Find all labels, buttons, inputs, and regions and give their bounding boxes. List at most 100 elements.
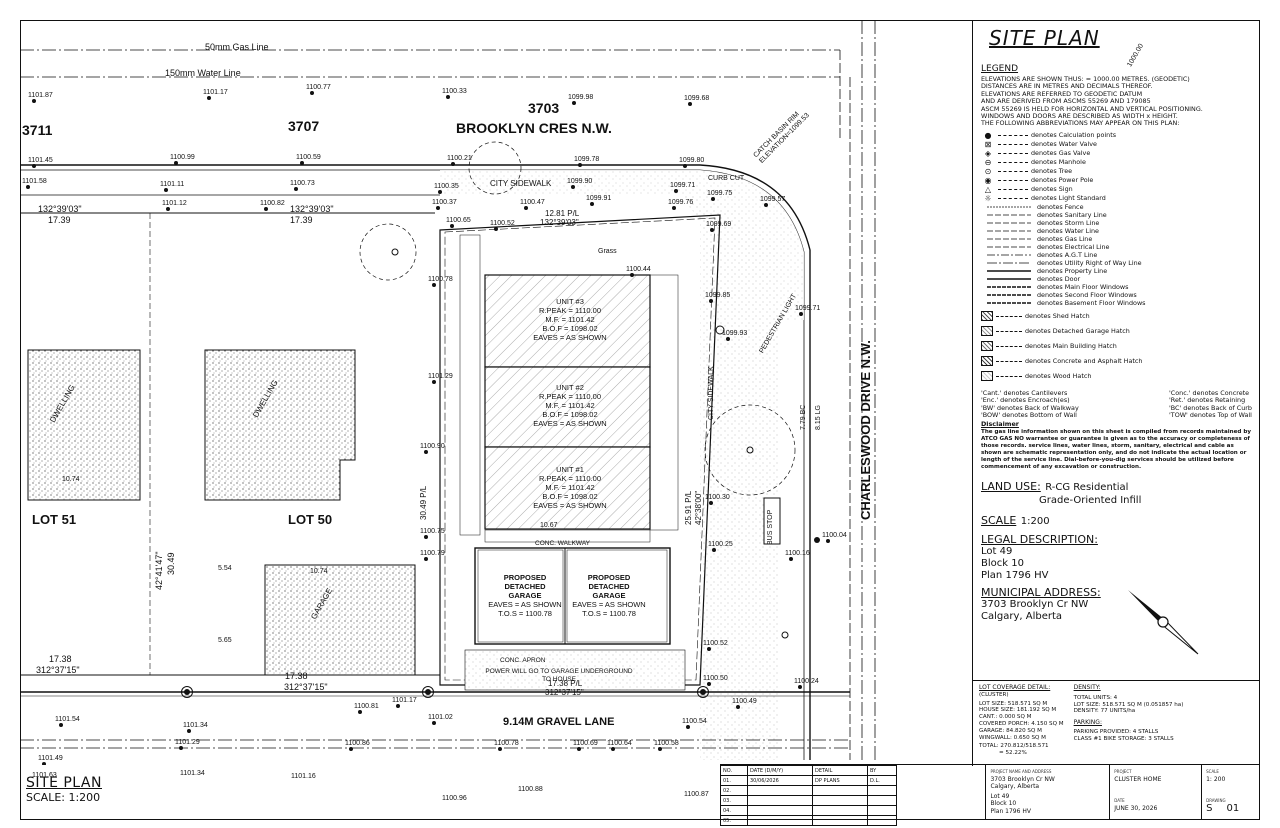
- garage-1-l2: DETACHED: [504, 582, 546, 591]
- legend-label: denotes Power Pole: [1031, 176, 1094, 185]
- legend-dash: [996, 345, 1022, 347]
- drawing-no: 01: [1226, 802, 1240, 814]
- elevation-label: 1100.49: [732, 698, 757, 705]
- site-plan-drawing: [20, 20, 876, 765]
- legend-label: denotes Water Line: [1037, 226, 1099, 235]
- legend-dash: [998, 143, 1028, 145]
- legend-intro-2: ELEVATIONS ARE REFERRED TO GEODETIC DATU…: [981, 89, 1143, 98]
- elevation-label: 1099.80: [679, 157, 705, 164]
- unit-2-mf: M.F. = 1101.42: [545, 401, 595, 410]
- legend-dash: [998, 161, 1028, 163]
- legend-label: denotes Gas Line: [1037, 234, 1093, 243]
- dim-3049: 30.49: [166, 552, 176, 575]
- legend-line-icon: [987, 246, 1031, 248]
- garage-2-eaves: EAVES = AS SHOWN: [572, 600, 646, 609]
- coverage-line-1: HOUSE SIZE: 181.192 SQ M: [979, 707, 1057, 714]
- legal-block-value: Block 10: [981, 557, 1024, 569]
- legend-line-icon: [987, 262, 1031, 264]
- legend-line-item: denotes Sanitary Line: [981, 211, 1252, 219]
- elevation-label: 1100.52: [490, 220, 515, 227]
- elevation-label: 1099.91: [586, 195, 612, 202]
- revision-cell-date: [747, 815, 813, 826]
- stats-block: LOT COVERAGE DETAIL: (CLUSTER) LOT SIZE:…: [972, 680, 1260, 766]
- dim-bearing-a: 132°39'03": [38, 204, 82, 214]
- project-cell: PROJECT CLUSTER HOME DATE JUNE 30, 2026: [1110, 765, 1203, 820]
- coverage-line-5: WINGWALL: 0.650 SQ M: [979, 734, 1046, 741]
- elevation-label: 1101.11: [160, 181, 185, 188]
- elevation-label: 1100.33: [442, 88, 467, 95]
- elevation-dot: [710, 228, 714, 232]
- city-sidewalk-vertical-label: CITY SIDEWALK: [708, 366, 715, 420]
- legend-dash: [998, 197, 1028, 199]
- elevation-label: 1101.29: [175, 739, 200, 746]
- land-use-block: LAND USE: R-CG Residential Grade-Oriente…: [981, 477, 1252, 507]
- unit-1-name: UNIT #1: [556, 465, 584, 474]
- conc-apron-label: CONC. APRON: [500, 657, 546, 664]
- project-date: JUNE 30, 2026: [1114, 804, 1158, 812]
- legend-label: denotes Sanitary Line: [1037, 210, 1107, 219]
- curb-cut-label: CURB CUT: [708, 175, 745, 182]
- municipal-line2: Calgary, Alberta: [981, 610, 1063, 622]
- legend-line-item: denotes Fence: [981, 203, 1252, 211]
- legend-intro-6: THE FOLLOWING ABBREVIATIONS MAY APPEAR O…: [981, 119, 1180, 128]
- dim-554: 5.54: [218, 565, 232, 572]
- elevation-label: 1101.63: [32, 772, 57, 779]
- dim-rear-pl: 17.38 P/L: [548, 679, 583, 688]
- legend-label: denotes Utility Right of Way Line: [1037, 258, 1142, 267]
- elevation-label: 1099.69: [706, 221, 732, 228]
- legend-line-icon: [987, 302, 1031, 304]
- elevation-label: 1100.78: [494, 740, 519, 747]
- elevation-label: 1100.44: [626, 266, 651, 273]
- revision-cell-by: [867, 795, 897, 806]
- tb-address2: Calgary, Alberta: [990, 783, 1040, 790]
- revision-cell-by: [867, 815, 897, 826]
- legend-dash: [998, 134, 1028, 136]
- legend-label: denotes Gas Valve: [1031, 149, 1091, 158]
- unit-1-eaves: EAVES = AS SHOWN: [533, 501, 607, 510]
- elevation-label: 1100.21: [447, 155, 472, 162]
- unit-3-bof: B.O.F = 1098.02: [542, 324, 598, 333]
- elevation-label: 1100.79: [420, 550, 445, 557]
- elevation-dot: [32, 99, 36, 103]
- elevation-dot: [611, 747, 615, 751]
- elevation-dot: [358, 710, 362, 714]
- legend-item: ☼denotes Light Standard: [981, 194, 1252, 203]
- revision-cell-no: 03.: [720, 795, 748, 806]
- parking-line-1: CLASS #1 BIKE STORAGE: 3 STALLS: [1073, 735, 1174, 742]
- address-3707: 3707: [288, 118, 320, 134]
- revision-cell-by: [867, 805, 897, 816]
- coverage-title: LOT COVERAGE DETAIL:: [979, 684, 1051, 691]
- legend-line-icon: [987, 254, 1031, 256]
- elevation-label: 1100.16: [785, 550, 810, 557]
- legend-intro-0: ELEVATIONS ARE SHOWN THUS: = 1000.00 MET…: [981, 75, 1190, 83]
- garage-2-l3: GARAGE: [592, 591, 626, 600]
- elevation-dot: [524, 206, 528, 210]
- legend-label: denotes Light Standard: [1031, 194, 1106, 203]
- proposed-garages: [464, 547, 686, 691]
- land-use-value1: R-CG Residential: [1045, 481, 1129, 493]
- revision-cell-date: 30/06/2026: [747, 775, 813, 786]
- scale-value: 1:200: [1020, 515, 1050, 527]
- parking-line-0: PARKING PROVIDED: 4 STALLS: [1073, 728, 1159, 735]
- elevation-label: 1100.64: [607, 740, 632, 747]
- legal-title: LEGAL DESCRIPTION:: [981, 532, 1098, 546]
- coverage-line-2: CANT.: 0.000 SQ M: [979, 714, 1032, 721]
- legend-line-icon: [987, 230, 1031, 232]
- elevation-dot: [310, 91, 314, 95]
- street-name: BROOKLYN CRES N.W.: [456, 120, 612, 136]
- dim-front-pl: 12.81 P/L: [545, 209, 580, 218]
- elevation-label: 1100.25: [708, 541, 733, 548]
- dim-1067: 10.67: [540, 522, 558, 529]
- legend-label: denotes A.G.T Line: [1037, 250, 1098, 259]
- power-note: POWER WILL GO TO GARAGE UNDERGROUND TO H…: [485, 668, 633, 683]
- scale-drawing-cell: SCALE 1: 200 DRAWING S 01: [1202, 765, 1260, 820]
- elevation-label: 1099.78: [574, 156, 600, 163]
- garage-2-l2: DETACHED: [588, 582, 630, 591]
- garage-2-tos: T.O.S = 1100.78: [582, 609, 636, 618]
- legend-label: denotes Concrete and Asphalt Hatch: [1025, 357, 1143, 366]
- legend-item: ●denotes Calculation points: [981, 131, 1252, 140]
- legend-line-item: denotes Electrical Line: [981, 243, 1252, 251]
